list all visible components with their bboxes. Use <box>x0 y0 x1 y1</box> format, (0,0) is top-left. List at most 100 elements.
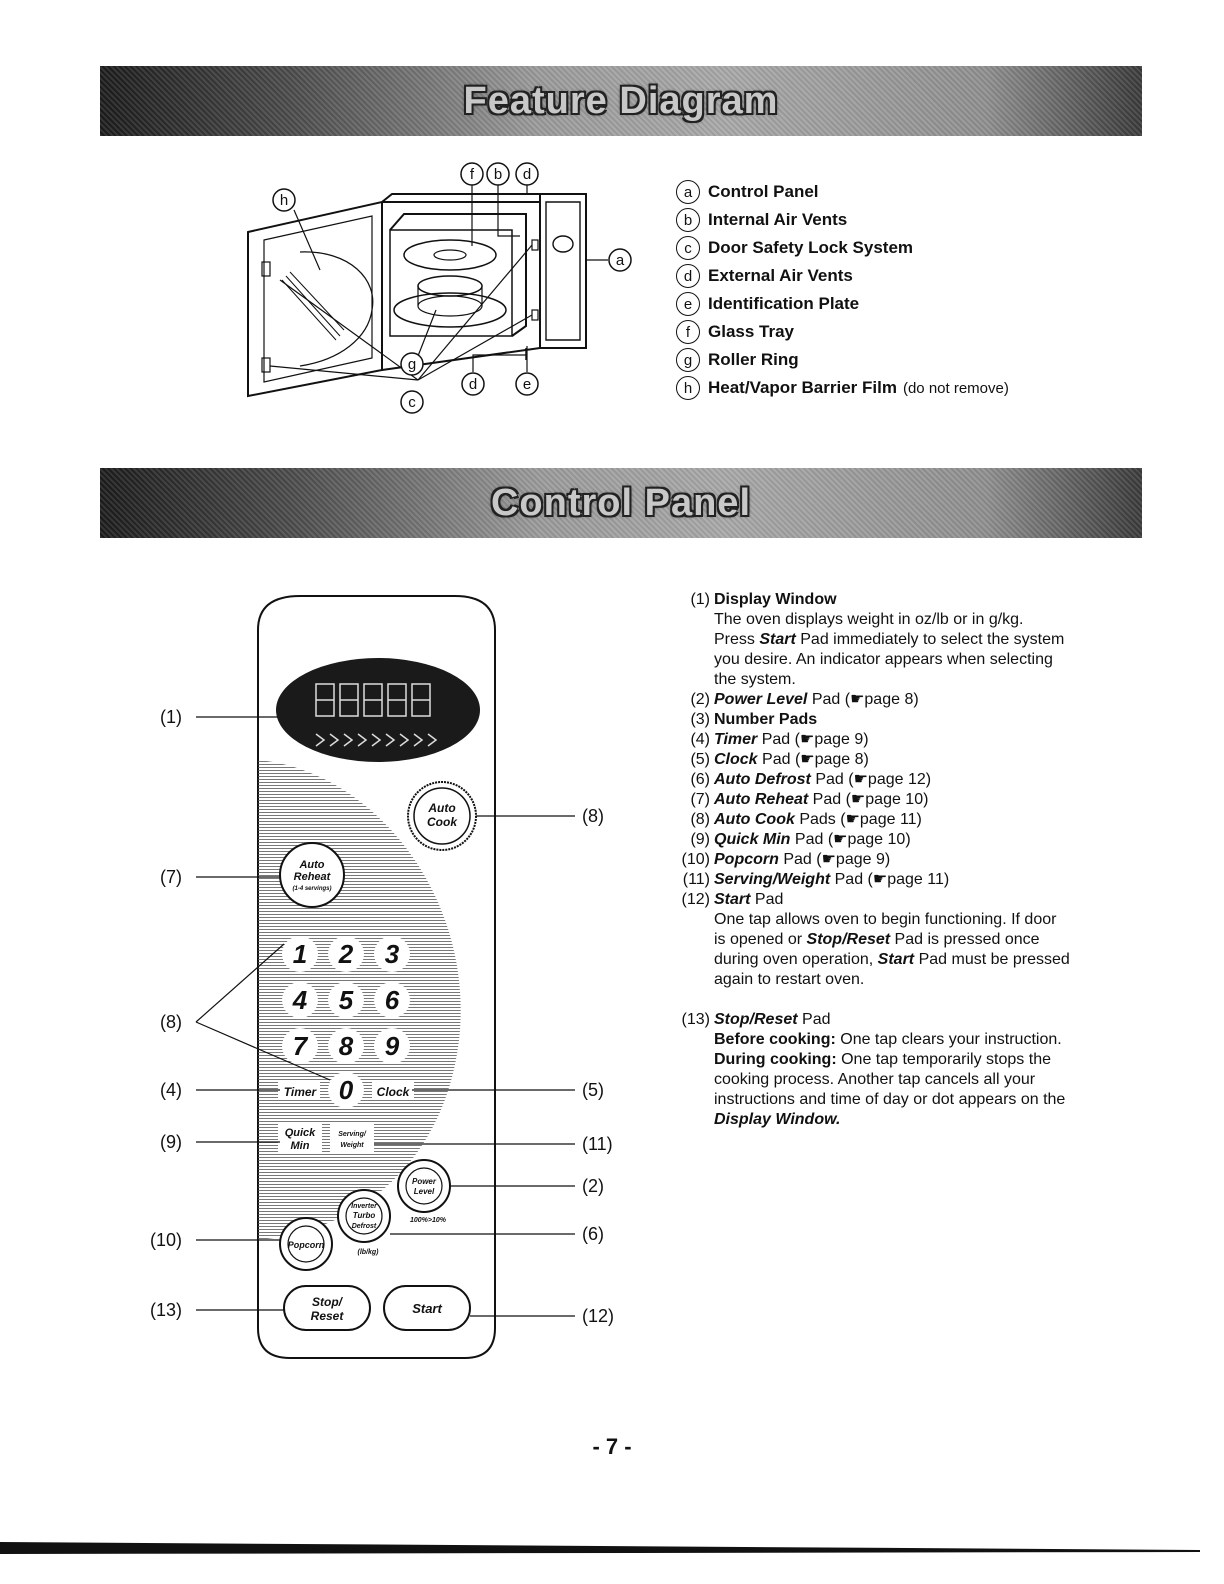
timer-pad[interactable] <box>278 1082 320 1100</box>
stop-reset-label-1: Stop/ <box>312 1295 344 1309</box>
number-pad-9[interactable] <box>374 1028 410 1064</box>
legend-item: a Control Panel <box>676 178 1009 206</box>
number-pad-2-label: 2 <box>338 939 354 969</box>
number-pad-7[interactable] <box>282 1028 318 1064</box>
desc-number: (6) <box>690 771 710 788</box>
quick-min-label-1: Quick <box>285 1127 316 1139</box>
number-pad-4[interactable] <box>282 982 318 1018</box>
control-panel-diagram: Auto Cook Auto Reheat (1-4 servings) 1 2… <box>150 595 614 1359</box>
auto-reheat-label-2: Reheat <box>294 871 332 883</box>
number-pad-9-label: 9 <box>385 1031 400 1061</box>
feature-legend: a Control Panel b Internal Air Vents c D… <box>676 178 1009 402</box>
desc-item-1: (1) Display Window <box>678 590 1128 610</box>
callout-11: (11) <box>582 1134 613 1154</box>
callout-12: (12) <box>582 1306 614 1326</box>
desc-line: instructions and time of day or dot appe… <box>714 1091 1066 1108</box>
callout-5: (5) <box>582 1080 604 1100</box>
callout-7: (7) <box>160 867 182 887</box>
serving-weight-pad[interactable] <box>330 1124 374 1154</box>
number-pad-2[interactable] <box>328 936 364 972</box>
auto-cook-label-1: Auto <box>427 801 455 815</box>
legend-letter: a <box>676 180 700 204</box>
desc-ref: Pad (☛page 12) <box>810 771 932 788</box>
desc-line: Press Start Pad immediately to select th… <box>714 630 1128 650</box>
number-pad-3[interactable] <box>374 936 410 972</box>
number-pad-8[interactable] <box>328 1028 364 1064</box>
desc-name: Quick Min <box>714 831 791 848</box>
quick-min-pad[interactable] <box>278 1124 322 1154</box>
number-pad-5[interactable] <box>328 982 364 1018</box>
desc-line: the system. <box>714 671 796 688</box>
feature-diagram-title: Feature Diagram <box>463 79 779 122</box>
desc-ref: Pads (☛page 11) <box>794 811 922 828</box>
legend-label: Door Safety Lock System <box>708 238 914 257</box>
control-panel-title: Control Panel <box>490 481 752 524</box>
desc-body: The oven displays weight in oz/lb or in … <box>714 610 1128 690</box>
desc-name: Popcorn <box>714 851 779 868</box>
legend-label: Heat/Vapor Barrier Film <box>708 378 897 397</box>
desc-ref: Pad (☛page 8) <box>757 751 869 768</box>
desc-emphasis: Start <box>759 631 796 648</box>
diagram-letter-e: e <box>523 376 531 393</box>
desc-text: One tap clears your instruction. <box>835 1031 1062 1048</box>
legend-label: Identification Plate <box>708 294 860 313</box>
desc-line: during oven operation, Start Pad must be… <box>714 950 1128 970</box>
desc-name: Clock <box>714 751 758 768</box>
desc-line: Display Window. <box>714 1110 1128 1130</box>
power-level-note: 100%>10% <box>410 1217 447 1224</box>
desc-body: Before cooking: One tap clears your inst… <box>714 1030 1128 1130</box>
desc-item-5: (5) Clock Pad (☛page 8) <box>678 750 1128 770</box>
desc-text: Pad immediately to select the system <box>795 631 1065 648</box>
start-pad[interactable] <box>383 1285 471 1331</box>
callout-2: (2) <box>582 1176 604 1196</box>
desc-line: cooking process. Another tap cancels all… <box>714 1071 1036 1088</box>
number-pad-6-label: 6 <box>385 985 400 1015</box>
timer-label: Timer <box>284 1085 318 1099</box>
legend-letter: e <box>676 292 700 316</box>
desc-ref: Pad (☛page 11) <box>830 871 950 888</box>
desc-text: Press <box>714 631 760 648</box>
clock-pad[interactable] <box>372 1082 414 1100</box>
diagram-letter-a: a <box>616 252 625 269</box>
feature-diagram-banner: Feature Diagram <box>100 66 1142 136</box>
number-pad-1[interactable] <box>282 936 318 972</box>
legend-item: d External Air Vents <box>676 262 1009 290</box>
number-pad-0-label: 0 <box>339 1075 354 1105</box>
number-pad-1-label: 1 <box>293 939 307 969</box>
desc-number: (12) <box>681 891 710 908</box>
desc-name: Auto Reheat <box>714 791 809 808</box>
desc-item-11: (11) Serving/Weight Pad (☛page 11) <box>678 870 1128 890</box>
desc-ref: Pad (☛page 9) <box>757 731 869 748</box>
stop-reset-pad[interactable] <box>283 1285 371 1331</box>
auto-reheat-pad[interactable] <box>279 842 345 908</box>
desc-emphasis: During cooking: <box>714 1051 837 1068</box>
legend-label: Control Panel <box>708 182 819 201</box>
desc-emphasis: Start <box>877 951 915 968</box>
auto-reheat-label-3: (1-4 servings) <box>292 886 331 892</box>
desc-line: One tap allows oven to begin functioning… <box>714 911 1057 928</box>
desc-line: The oven displays weight in oz/lb or in … <box>714 611 1024 628</box>
auto-cook-label-2: Cook <box>427 815 458 829</box>
desc-name: Timer <box>714 731 758 748</box>
legend-letter: c <box>676 236 700 260</box>
number-pad-8-label: 8 <box>339 1031 354 1061</box>
desc-number: (5) <box>690 751 710 768</box>
desc-emphasis: Stop/Reset <box>806 931 891 948</box>
clock-label: Clock <box>377 1085 411 1099</box>
number-pad-0[interactable] <box>328 1072 364 1108</box>
desc-line: is opened or Stop/Reset Pad is pressed o… <box>714 930 1128 950</box>
desc-number: (10) <box>681 851 710 868</box>
number-pad-7-label: 7 <box>293 1031 309 1061</box>
desc-ref: Pad (☛page 10) <box>790 831 911 848</box>
legend-letter: d <box>676 264 700 288</box>
auto-reheat-label-1: Auto <box>298 859 324 871</box>
number-pad-6[interactable] <box>374 982 410 1018</box>
legend-label: Glass Tray <box>708 322 795 341</box>
desc-ref: Pad (☛page 8) <box>807 691 919 708</box>
desc-item-12: (12) Start Pad <box>678 890 1128 910</box>
desc-text: Pad must be pressed <box>914 951 1070 968</box>
legend-letter: h <box>676 376 700 400</box>
diagram-letter-f: f <box>470 166 475 183</box>
desc-item-9: (9) Quick Min Pad (☛page 10) <box>678 830 1128 850</box>
number-pad-3-label: 3 <box>385 939 400 969</box>
